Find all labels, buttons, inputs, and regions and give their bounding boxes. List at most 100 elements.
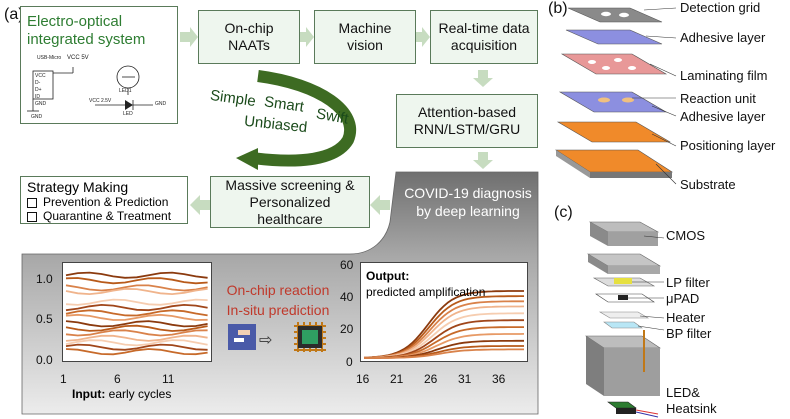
pin-gnd: GND: [35, 101, 47, 107]
input-xlabel: Input: early cycles: [72, 387, 171, 401]
input-curve: [65, 320, 208, 328]
electro-optical-box: Electro-optical integrated system USB-Mi…: [20, 6, 178, 124]
schematic-vcc5-label: VCC 5V: [67, 55, 89, 61]
pin-dplus: D+: [35, 87, 42, 93]
panel-label-b: (b): [548, 0, 568, 17]
strategy-item-2-label: Quarantine & Treatment: [43, 209, 172, 223]
input-ytick-1: 1.0: [36, 272, 53, 286]
schematic-gnd-left: GND: [31, 114, 43, 120]
chip-icon: [294, 322, 326, 352]
input-curve: [65, 298, 208, 306]
input-curve: [65, 287, 208, 296]
output-xtick-1: 16: [356, 372, 370, 386]
input-ytick-2: 0.5: [36, 312, 53, 326]
electro-optical-title: Electro-optical integrated system: [27, 13, 145, 49]
eo-title-line1: Electro-optical: [27, 13, 123, 30]
onchip-line2: In-situ prediction: [226, 302, 330, 318]
strategy-box: Strategy Making Prevention & Prediction …: [20, 176, 188, 224]
output-xtick-5: 36: [492, 372, 506, 386]
pin-dminus: D-: [35, 80, 41, 86]
input-curve: [65, 348, 208, 356]
part-label-6: LED&: [666, 385, 700, 400]
output-xtick-3: 26: [424, 372, 438, 386]
massive-screening-box: Massive screening & Personalized healthc…: [210, 176, 370, 228]
input-curve: [65, 271, 208, 279]
output-curve: [364, 348, 524, 359]
schematic-pin-labels: VCC D- D+ ID GND: [35, 73, 46, 108]
checkbox-icon: [27, 197, 37, 208]
input-curve: [65, 334, 208, 342]
input-xtick-1: 1: [60, 372, 67, 386]
pin-vcc: VCC: [35, 73, 46, 79]
output-ytick-1: 60: [340, 258, 354, 272]
input-curve: [65, 284, 208, 292]
layer-label-6: Positioning layer: [680, 138, 776, 153]
output-ytick-2: 40: [340, 290, 354, 304]
output-xtick-4: 31: [458, 372, 472, 386]
schematic-vcc25-label: VCC 2.5V: [89, 98, 112, 104]
curved-arrow-head: [236, 148, 258, 170]
layer-label-4: Reaction unit: [680, 91, 756, 106]
input-curve: [65, 343, 208, 351]
input-curve: [65, 309, 208, 317]
input-xlabel-rest: early cycles: [105, 387, 172, 401]
onchip-naats-label: On-chip NAATs: [224, 20, 274, 53]
schematic-usb-label: USB-Micro: [37, 55, 62, 61]
input-curve: [65, 324, 208, 332]
output-chart: [363, 290, 525, 359]
schematic-gnd-right: GND: [155, 101, 167, 107]
part-label-2: LP filter: [666, 275, 710, 290]
pin-id: ID: [35, 94, 40, 100]
input-xtick-2: 6: [114, 372, 121, 386]
arrow-right-icon: ⇨: [259, 332, 273, 349]
part-label-4: Heater: [666, 310, 706, 325]
output-ytick-4: 0: [346, 355, 353, 369]
covid-diagnosis-label: COVID-19 diagnosis by deep learning: [404, 185, 532, 219]
input-curve: [65, 329, 208, 337]
layer-label-1: Detection grid: [680, 0, 761, 15]
output-label-rest: predicted amplification: [366, 285, 486, 299]
onchip-reaction-text: On-chip reaction In-situ prediction: [224, 280, 332, 320]
output-ytick-3: 20: [340, 322, 354, 336]
layer-label-3: Laminating film: [680, 68, 768, 83]
circuit-schematic: [27, 65, 153, 112]
output-xtick-2: 21: [390, 372, 404, 386]
part-label-1: CMOS: [666, 228, 705, 243]
massive-screening-label: Massive screening & Personalized healthc…: [225, 176, 355, 227]
strategy-title: Strategy Making: [27, 179, 129, 195]
input-chart: [65, 271, 208, 356]
arrow-3: [414, 27, 430, 47]
layer-label-7: Substrate: [680, 177, 736, 192]
input-curve: [65, 303, 208, 312]
onchip-line1: On-chip reaction: [226, 282, 330, 298]
attention-label: Attention-based RNN/LSTM/GRU: [413, 104, 521, 137]
attention-box: Attention-based RNN/LSTM/GRU: [396, 94, 538, 148]
input-curve: [65, 277, 208, 285]
output-label-bold: Output:: [366, 269, 410, 283]
part-label-5: BP filter: [666, 326, 712, 341]
arrow-left-2: [190, 195, 210, 215]
layer-label-2: Adhesive layer: [680, 30, 766, 45]
layer-label-5: Adhesive layer: [680, 109, 766, 124]
input-curve: [65, 313, 208, 321]
arrow-down-2: [473, 152, 493, 169]
strategy-item-1-label: Prevention & Prediction: [43, 195, 169, 209]
schematic-led-label: LED: [123, 111, 133, 117]
arrow-down-1: [473, 70, 493, 87]
realtime-box: Real-time data acquisition: [430, 10, 538, 64]
curved-arrow-shaft: [251, 70, 356, 167]
part-label-7: Heatsink: [666, 401, 717, 416]
realtime-label: Real-time data acquisition: [438, 20, 530, 53]
eo-title-line2: integrated system: [27, 31, 146, 48]
arrow-2: [298, 27, 314, 47]
machine-vision-label: Machine vision: [338, 20, 392, 53]
arrow-left-1: [370, 195, 390, 215]
checkbox-icon: [27, 211, 37, 222]
input-curve: [65, 339, 208, 347]
panel-label-c: (c): [554, 204, 573, 221]
panel-label-a: (a): [4, 6, 24, 23]
output-label: Output: predicted amplification: [366, 268, 485, 300]
strategy-item-2: Quarantine & Treatment: [27, 209, 171, 223]
input-xlabel-bold: Input:: [72, 387, 106, 401]
